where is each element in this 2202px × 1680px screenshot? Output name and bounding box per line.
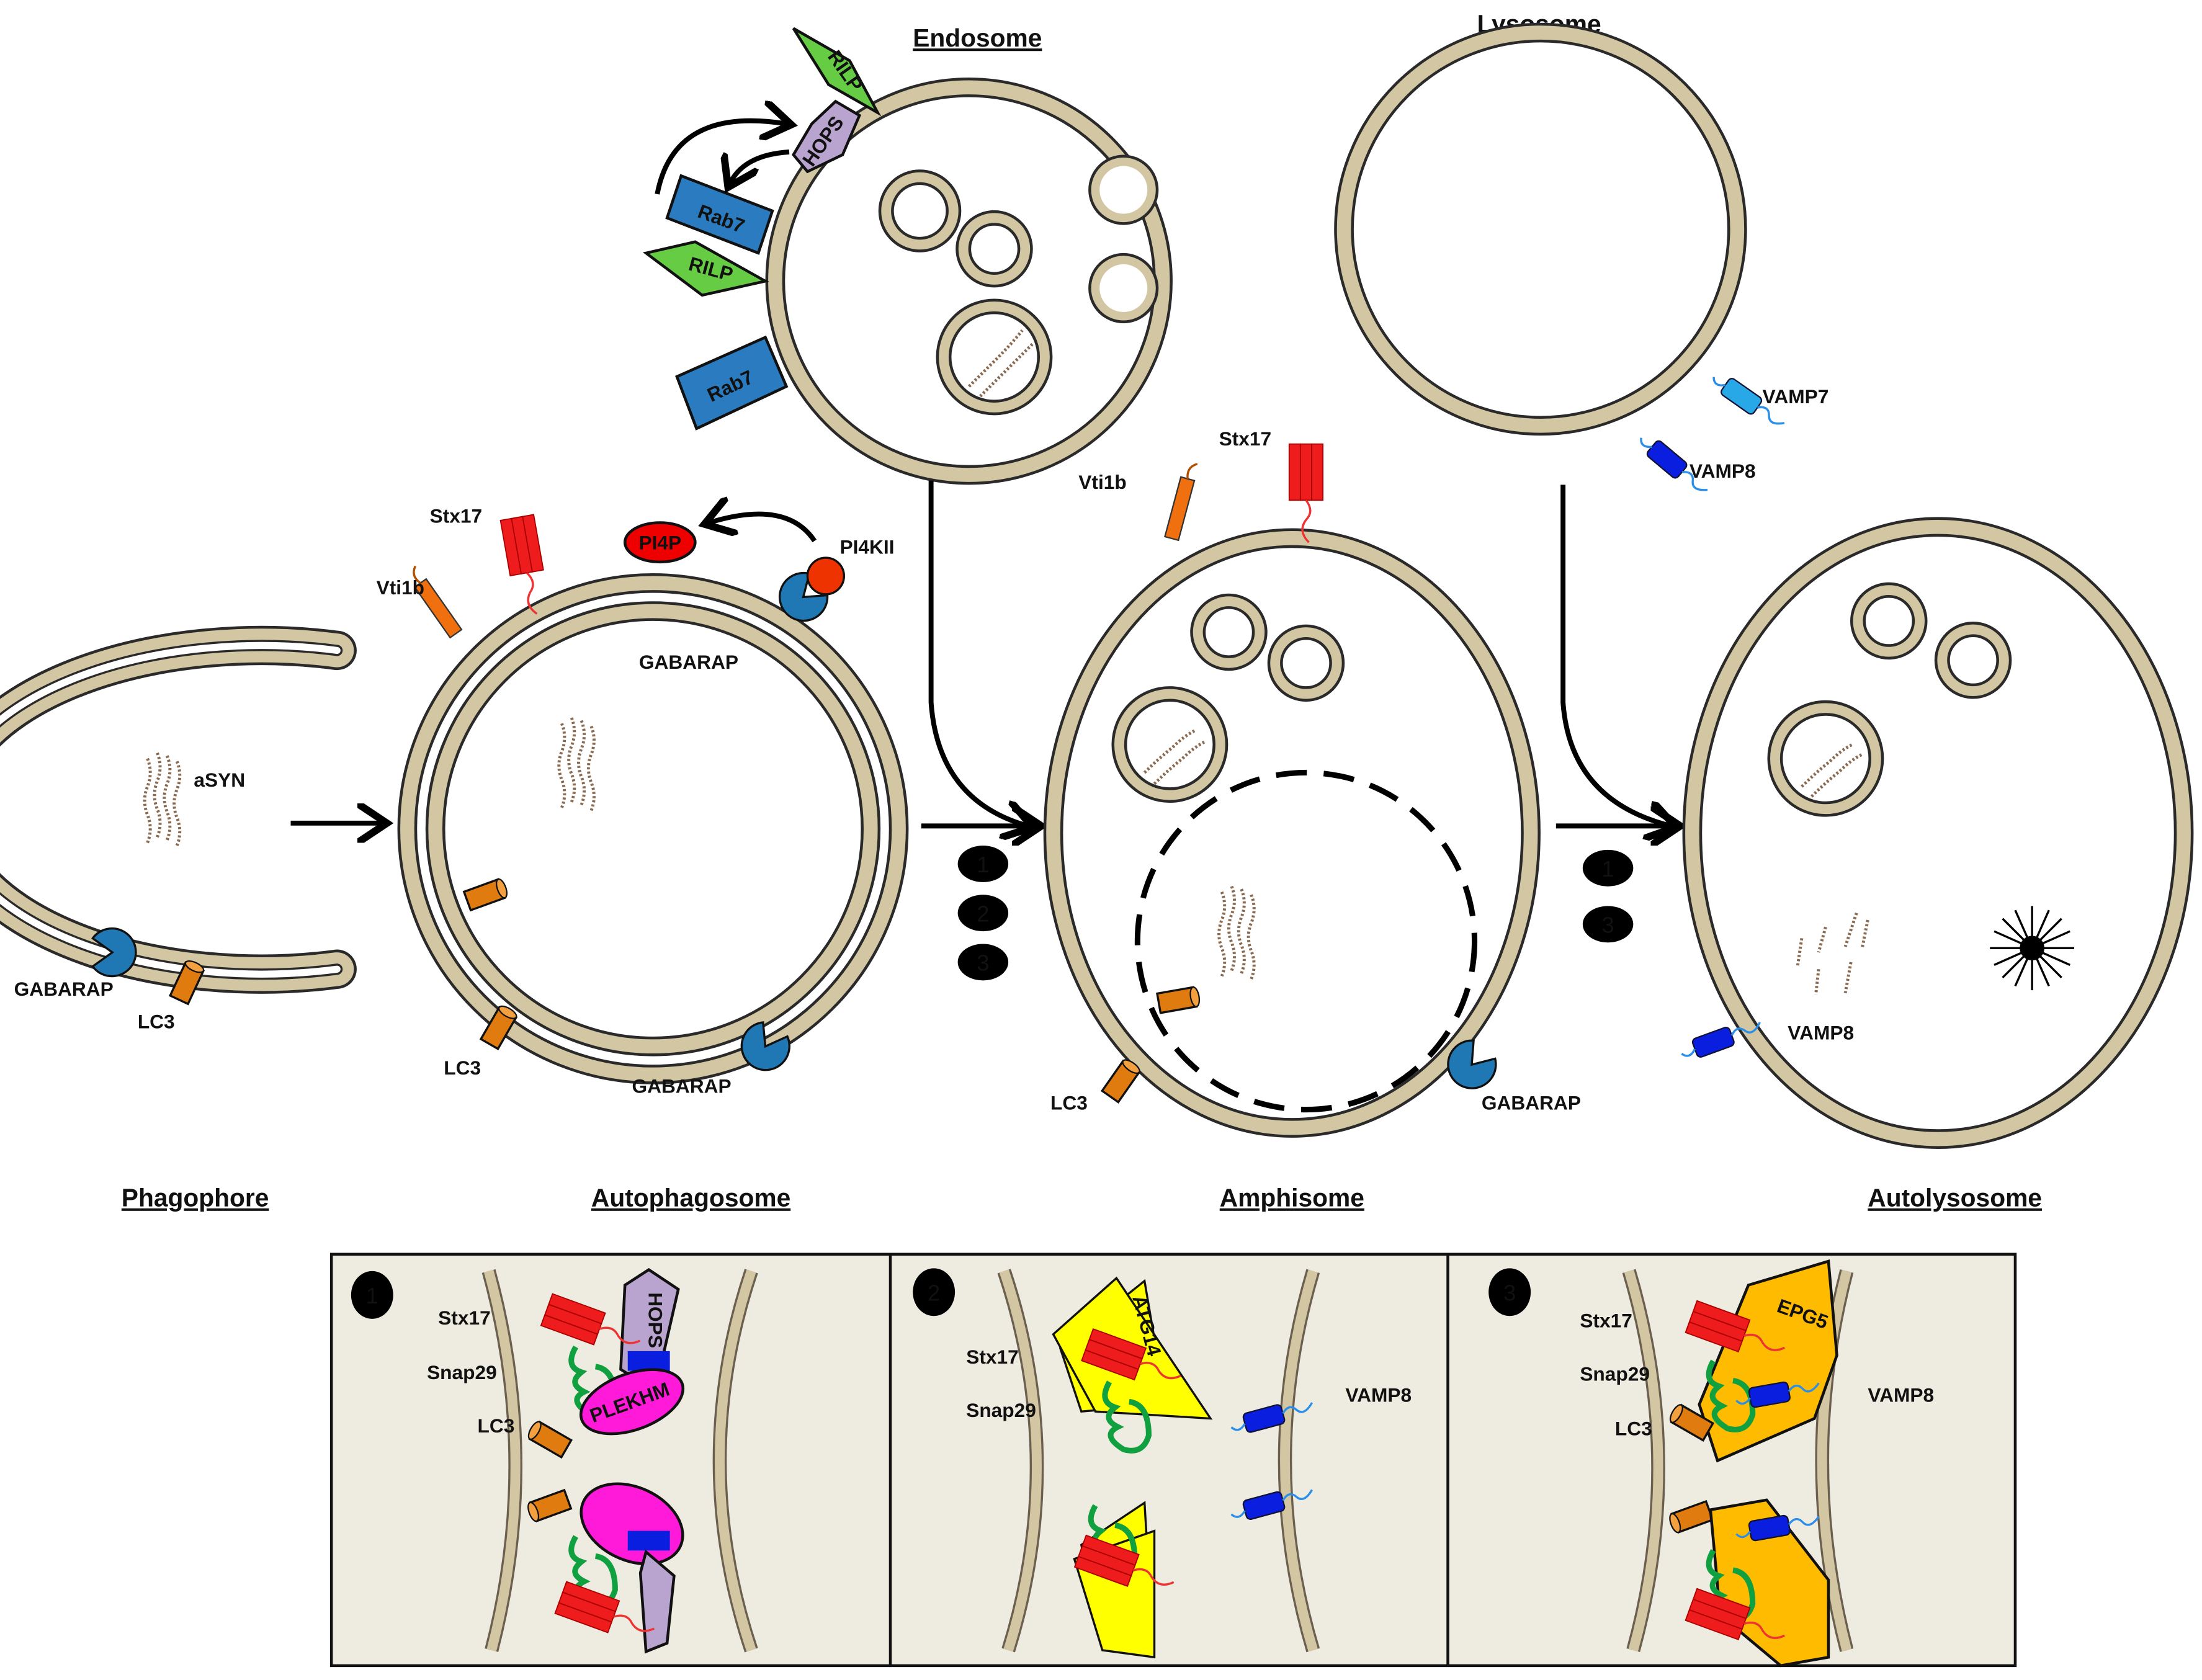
svg-text:3: 3 — [1602, 912, 1614, 937]
title-amphisome: Amphisome — [1220, 1184, 1364, 1212]
pi4kii-protein — [769, 556, 845, 632]
title-autolysosome: Autolysosome — [1868, 1184, 2042, 1212]
svg-text:3: 3 — [977, 950, 989, 975]
snap29-label: Snap29 — [427, 1361, 497, 1383]
amphisome — [1043, 528, 1541, 1138]
intraluminal-vesicle — [956, 210, 1033, 288]
svg-text:1: 1 — [1602, 856, 1614, 882]
lc3-label: LC3 — [1050, 1092, 1088, 1114]
svg-text:3: 3 — [1503, 1280, 1516, 1305]
asyn-label: aSYN — [194, 769, 245, 791]
vamp7-label: VAMP7 — [1763, 385, 1829, 408]
lc3-protein — [463, 877, 511, 911]
pi4kii-to-pi4p-arrow — [709, 514, 817, 543]
svg-text:2: 2 — [928, 1280, 940, 1305]
endosome — [765, 77, 1173, 485]
rab7-protein: Rab7 — [665, 174, 774, 255]
lc3-protein — [1101, 1056, 1143, 1104]
vamp8-label: VAMP8 — [1868, 1383, 1934, 1406]
vamp8-label: VAMP8 — [1690, 460, 1756, 482]
degradation-starburst — [1990, 906, 2075, 991]
title-phagophore: Phagophore — [122, 1184, 269, 1212]
vti1b-protein — [413, 565, 463, 639]
lc3-label: LC3 — [1615, 1418, 1652, 1440]
vamp8-label: VAMP8 — [1788, 1021, 1854, 1043]
cycle-arrow — [730, 149, 790, 183]
autolysosome — [1682, 517, 2194, 1149]
stx17-label: Stx17 — [1219, 427, 1272, 450]
intraluminal-vesicle — [936, 298, 1053, 416]
lc3-label: LC3 — [478, 1414, 515, 1437]
svg-text:PI4P: PI4P — [638, 531, 681, 553]
phagophore — [0, 625, 357, 994]
stx17-label: Stx17 — [438, 1307, 491, 1329]
cycle-arrow — [655, 121, 786, 195]
lc3-label: LC3 — [138, 1010, 175, 1032]
svg-text:2: 2 — [977, 901, 989, 926]
vti1b-label: Vti1b — [377, 576, 424, 599]
snap29-label: Snap29 — [1580, 1362, 1650, 1385]
arrow-endosome-fusion — [928, 480, 1028, 826]
stx17-label: Stx17 — [966, 1346, 1019, 1368]
rab7-protein: Rab7 — [675, 335, 789, 431]
step-badge-3: 3 — [1582, 906, 1634, 943]
pi4p-lipid: PI4P — [623, 521, 697, 564]
hops-protein: HOPS — [792, 99, 862, 174]
gabarap-label: GABARAP — [632, 1075, 732, 1097]
panel-2-atg14: 2 ATG14 Stx17 Snap29 VAMP8 — [913, 1268, 1412, 1659]
gabarap-label: GABARAP — [14, 978, 114, 1000]
lc3-protein — [1156, 985, 1202, 1014]
svg-text:1: 1 — [366, 1283, 378, 1308]
gabarap-label: GABARAP — [1482, 1092, 1581, 1114]
degrading-inner-membrane — [1134, 769, 1478, 1113]
stx17-label: Stx17 — [1580, 1309, 1632, 1331]
vti1b-label: Vti1b — [1078, 471, 1126, 493]
stx17-label: Stx17 — [430, 504, 483, 527]
title-autophagosome: Autophagosome — [591, 1184, 790, 1212]
step-badge-1: 1 — [1582, 849, 1634, 887]
autophagosome — [397, 573, 909, 1084]
hops-label: HOPS — [645, 1292, 667, 1348]
vamp8-label: VAMP8 — [1345, 1383, 1412, 1406]
panel-1-hops-plekhm: 1 HOPS PLEKHM Stx17 Snap29 LC3 — [351, 1267, 758, 1654]
panel-3-epg5: 3 EPG5 Stx17 Snap29 LC3 VAMP8 — [1488, 1259, 1934, 1668]
step-badge-3: 3 — [957, 944, 1009, 981]
lc3-label: LC3 — [444, 1057, 481, 1079]
snap29-label: Snap29 — [966, 1399, 1036, 1421]
step-badge-2: 2 — [957, 895, 1009, 932]
pi4kii-label: PI4KII — [840, 535, 895, 558]
lysosome — [1334, 22, 1747, 436]
arrow-lysosome-fusion — [1560, 485, 1671, 826]
title-endosome: Endosome — [913, 24, 1042, 52]
vti1b-protein — [1164, 463, 1198, 542]
intraluminal-vesicle — [878, 169, 962, 252]
svg-text:1: 1 — [977, 852, 989, 877]
gabarap-label: GABARAP — [639, 651, 738, 673]
step-badge-1: 1 — [957, 846, 1009, 882]
stx17-protein — [1288, 443, 1324, 543]
